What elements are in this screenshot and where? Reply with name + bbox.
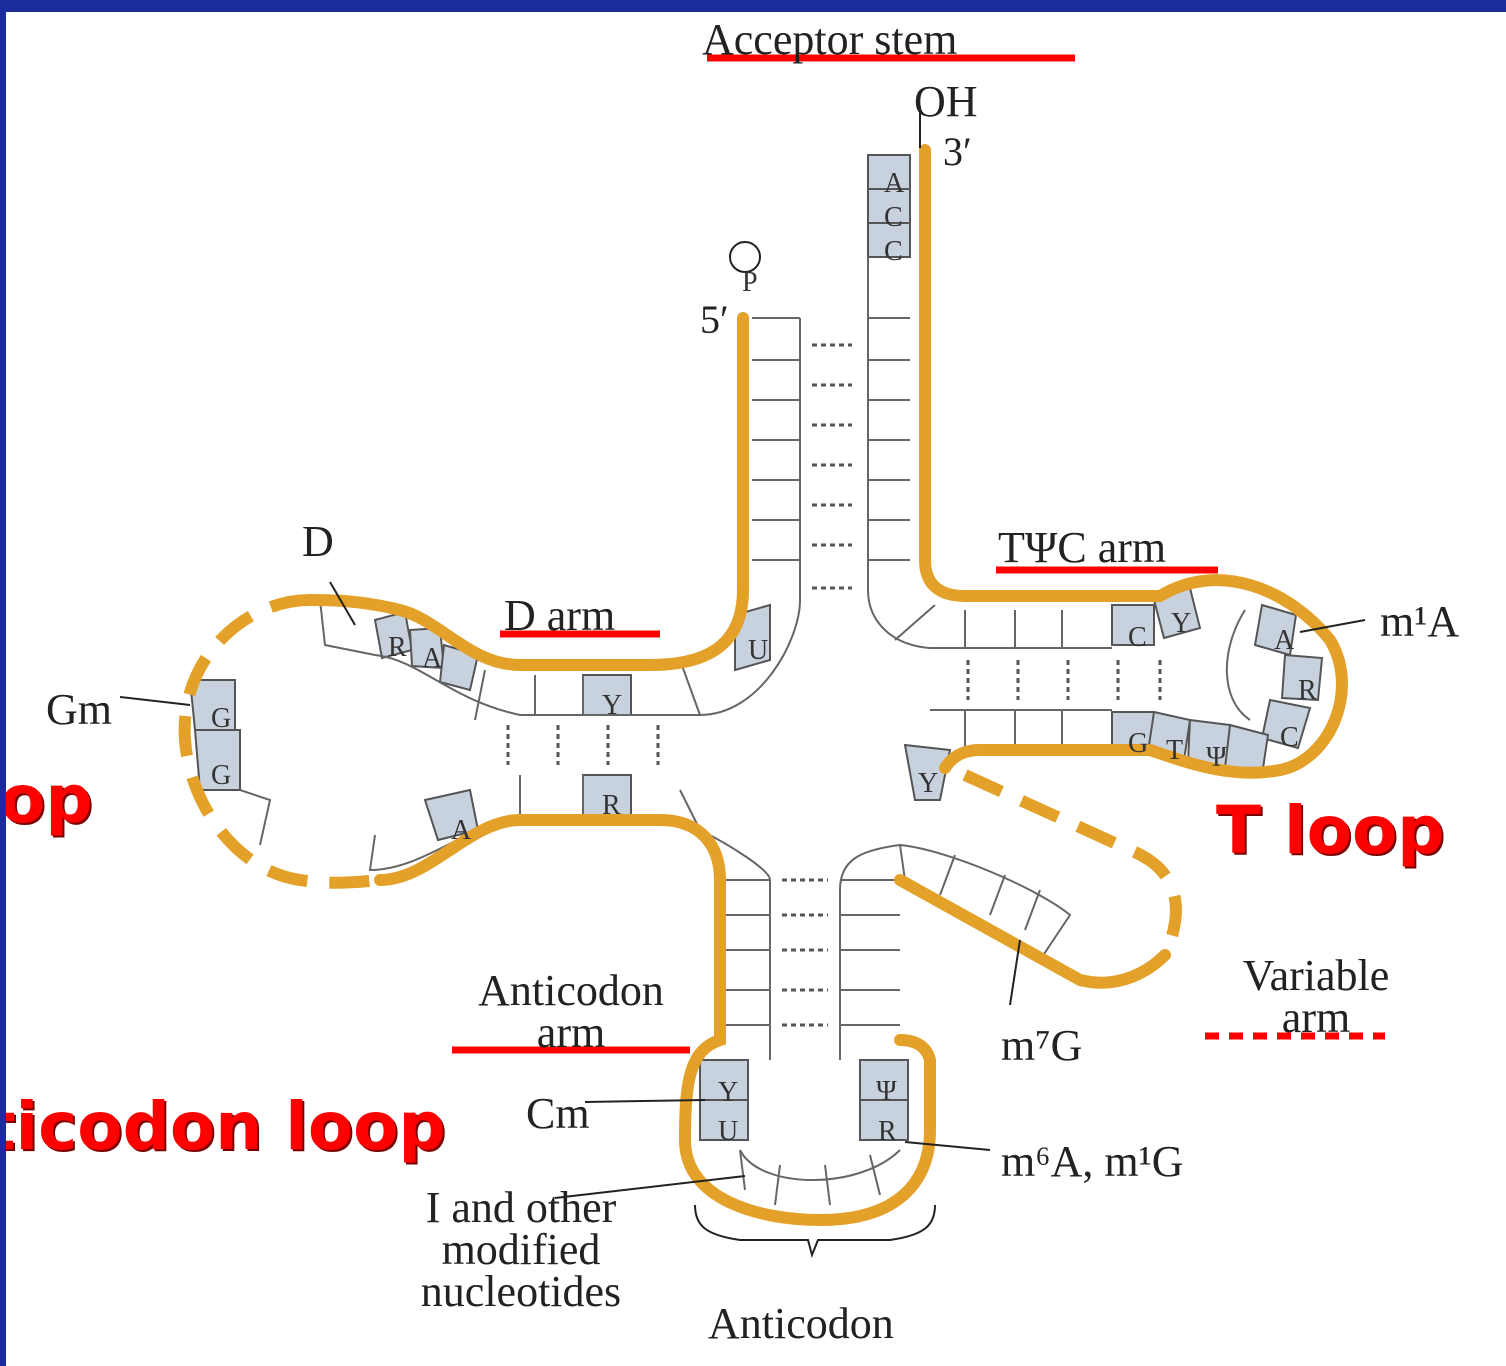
base-g: G xyxy=(211,762,231,790)
tpsic-arm-label: TΨC arm xyxy=(998,526,1166,570)
red-underlines xyxy=(452,58,1385,1050)
base-y: Y xyxy=(918,770,938,798)
anticodon-label: Anticodon xyxy=(708,1302,894,1346)
gm-label: Gm xyxy=(46,688,112,732)
d-arm-outline xyxy=(240,600,800,880)
m1a-label: m¹A xyxy=(1380,600,1459,644)
base-g: G xyxy=(1128,730,1148,758)
d-loop-label-fragment: op xyxy=(6,767,93,833)
m6a-m1g-label: m⁶A, m¹G xyxy=(1001,1140,1184,1184)
anticodon-pairing xyxy=(782,880,828,1025)
acceptor-stem-ladder xyxy=(752,257,910,600)
d-arm-bases xyxy=(190,605,770,840)
base-u: U xyxy=(748,637,768,665)
base-psi: Ψ xyxy=(876,1078,897,1106)
anticodon-arm-label: Anticodon arm xyxy=(446,970,696,1054)
base-c: C xyxy=(884,204,903,232)
base-r: R xyxy=(878,1118,897,1146)
backbone-dashed xyxy=(185,600,1176,955)
anticodon-loop-label-fragment: ticodon loop xyxy=(6,1094,446,1160)
five-prime-label: 5′ xyxy=(700,300,729,340)
base-t: T xyxy=(1166,737,1183,765)
d-arm-label: D arm xyxy=(504,594,615,638)
three-prime-label: 3′ xyxy=(943,132,972,172)
base-r: R xyxy=(1298,677,1317,705)
oh-label: OH xyxy=(914,80,978,124)
base-y: Y xyxy=(602,692,622,720)
base-a: A xyxy=(422,645,442,673)
base-y: Y xyxy=(1171,610,1191,638)
modified-nucleotides-label: I and other modified nucleotides xyxy=(386,1187,656,1312)
base-r: R xyxy=(602,792,621,820)
base-u: U xyxy=(718,1118,738,1146)
t-arm-pairing xyxy=(968,660,1160,700)
base-a: A xyxy=(451,817,471,845)
base-y: Y xyxy=(718,1079,738,1107)
base-c: C xyxy=(1280,724,1299,752)
d-label: D xyxy=(302,520,334,564)
base-c: C xyxy=(884,238,903,266)
d-arm-pairing xyxy=(508,725,658,765)
base-c: C xyxy=(1128,624,1147,652)
base-g: G xyxy=(211,705,231,733)
phosphate-label: P xyxy=(742,269,758,297)
m7g-label: m⁷G xyxy=(1001,1024,1082,1068)
variable-arm-label: Variable arm xyxy=(1216,955,1416,1039)
base-r: R xyxy=(388,634,407,662)
cm-label: Cm xyxy=(526,1092,590,1136)
base-psi: Ψ xyxy=(1206,744,1227,772)
acceptor-pairing xyxy=(812,345,852,588)
base-a: A xyxy=(884,170,904,198)
t-loop-label: T loop xyxy=(1216,798,1445,864)
base-a: A xyxy=(1274,627,1294,655)
acceptor-stem-label: Acceptor stem xyxy=(702,18,957,62)
diagram-panel: A C C U Y R A R A G G C Y A R C G T Ψ Y … xyxy=(6,12,1506,1366)
